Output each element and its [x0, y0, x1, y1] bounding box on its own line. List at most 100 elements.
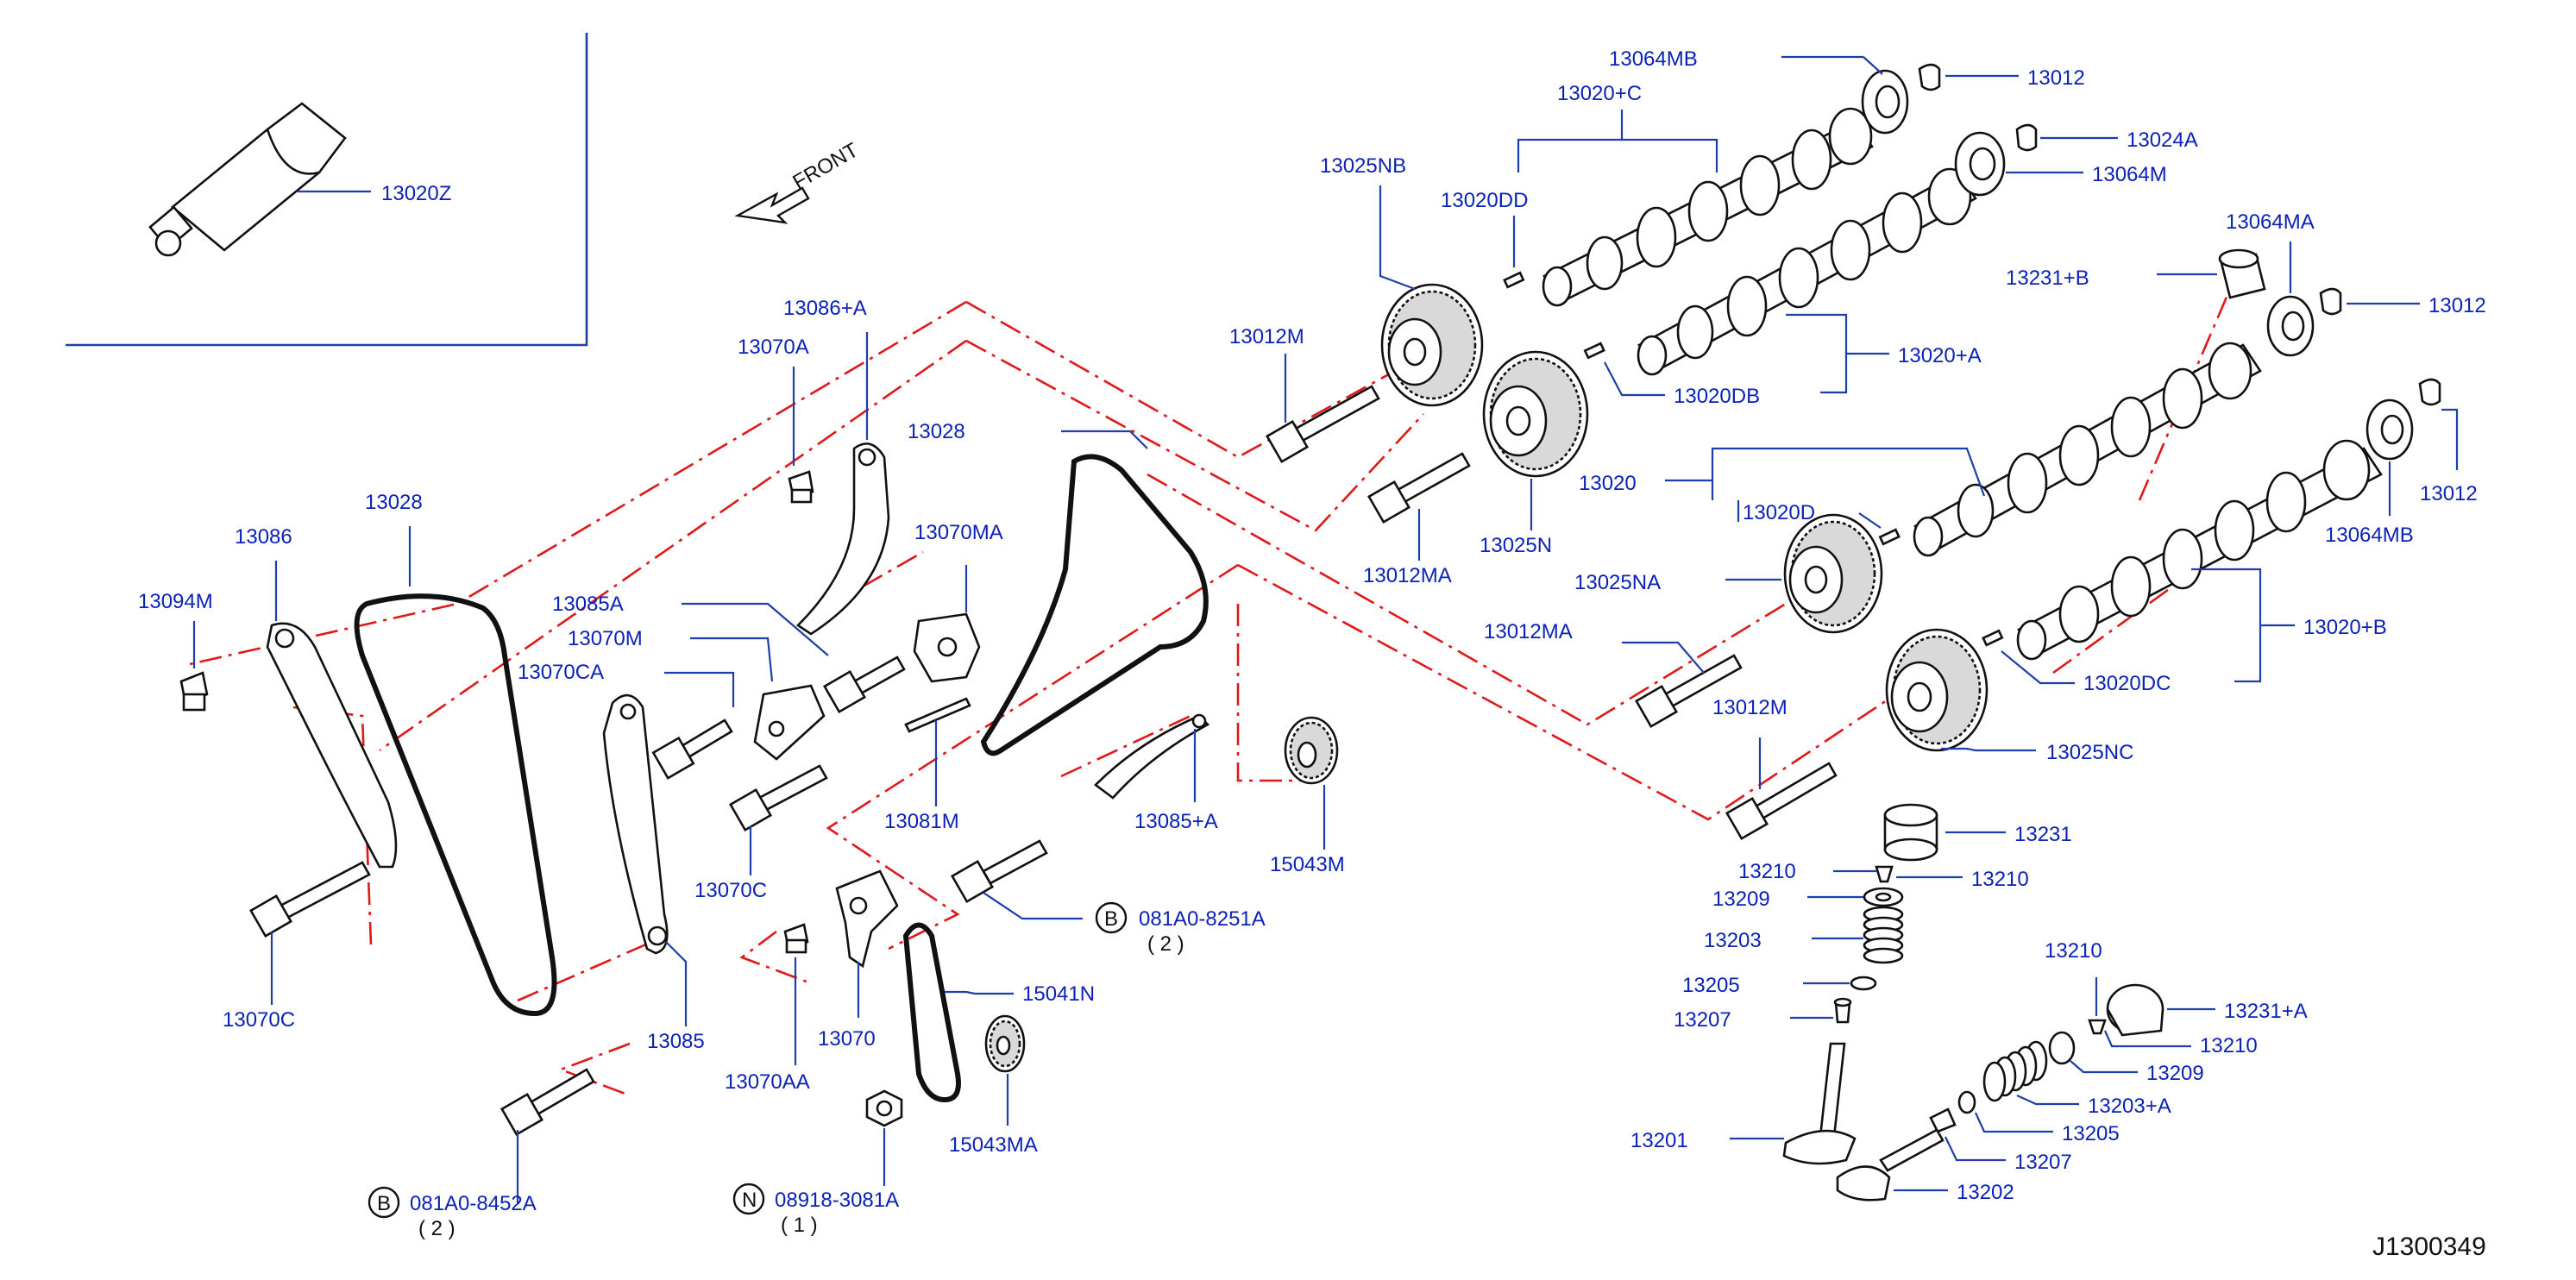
label-13020B: 13020+B — [2303, 616, 2387, 639]
cam-sprocket-13064MB-top[interactable] — [1861, 69, 1909, 135]
valve-13202[interactable] — [1836, 1128, 1945, 1202]
spring-seat-13209-b[interactable] — [2048, 1031, 2076, 1065]
bolt-13070AA[interactable] — [783, 923, 809, 954]
label-13025NB: 13025NB — [1320, 154, 1406, 178]
tensioner-bracket-13070M[interactable] — [753, 684, 826, 761]
cap-13012-mid[interactable] — [2319, 287, 2342, 316]
label-13020DC: 13020DC — [2083, 672, 2171, 695]
lifter-13231[interactable] — [1883, 803, 1938, 862]
label-13210-a: 13210 — [1738, 860, 1796, 883]
timing-chain-13028-left[interactable] — [354, 593, 557, 1017]
spring-seat-13209[interactable] — [1863, 887, 1904, 907]
vtc-sprocket-13025NA[interactable] — [1783, 513, 1883, 634]
badge-b-icon-2: B — [1095, 901, 1128, 934]
label-13064MA: 13064MA — [2226, 210, 2315, 234]
bolt-13070C-left[interactable] — [249, 861, 371, 938]
diagram-code: J1300349 — [2372, 1233, 2486, 1261]
tensioner-13070MA[interactable] — [913, 612, 981, 683]
label-13020C: 13020+C — [1557, 82, 1642, 105]
label-13210-d: 13210 — [2200, 1034, 2258, 1057]
label-13012M-right: 13012M — [1712, 696, 1787, 719]
label-13020Z: 13020Z — [381, 182, 451, 205]
pin-13081M[interactable] — [904, 697, 971, 733]
bolt-13070CA[interactable] — [651, 718, 733, 780]
label-13064MB-right: 13064MB — [2325, 524, 2414, 547]
label-13020D: 13020D — [1743, 501, 1815, 524]
front-label: FRONT — [789, 138, 863, 194]
chain-guide-13086A[interactable] — [795, 442, 890, 636]
cap-13012-right[interactable] — [2418, 378, 2441, 406]
dowel-13020DC[interactable] — [1982, 629, 2004, 647]
label-08918-3081A-qty: ( 1 ) — [781, 1214, 818, 1237]
label-13231B: 13231+B — [2006, 267, 2089, 290]
label-13024A: 13024A — [2127, 129, 2198, 152]
lifter-13231A[interactable] — [2106, 983, 2164, 1037]
sealant-tube-13020Z[interactable] — [148, 102, 347, 257]
chain-tensioner-13070[interactable] — [835, 869, 899, 969]
camshaft-13020B[interactable] — [2016, 439, 2383, 661]
label-13201: 13201 — [1630, 1129, 1688, 1152]
vtc-sprocket-13025NC[interactable] — [1885, 628, 1989, 752]
label-13070: 13070 — [818, 1027, 876, 1051]
bolt-081A0-8251A[interactable] — [951, 839, 1048, 903]
bolt-13085A[interactable] — [823, 656, 906, 713]
bolt-13070C[interactable] — [729, 764, 828, 831]
cap-13024A[interactable] — [2015, 123, 2038, 152]
label-13085plusA: 13085+A — [1134, 810, 1218, 833]
valve-spring-13203[interactable] — [1863, 906, 1904, 964]
retainer-13210-a[interactable] — [1875, 865, 1894, 883]
cam-sprocket-13064M[interactable] — [1954, 131, 2006, 197]
label-081A0-8452A-qty: ( 2 ) — [418, 1217, 456, 1240]
valve-spring-13203A[interactable] — [1982, 1040, 2048, 1102]
washer-13205-b[interactable] — [1957, 1090, 1976, 1114]
seal-13207-b[interactable] — [1929, 1107, 1957, 1133]
label-13231: 13231 — [2014, 823, 2072, 846]
label-081A0-8452A: 081A0-8452A — [410, 1192, 537, 1215]
label-13085: 13085 — [647, 1030, 705, 1053]
sprocket-15043M[interactable] — [1284, 716, 1339, 785]
bolt-13012MA-right[interactable] — [1635, 654, 1743, 728]
label-13081M: 13081M — [884, 810, 959, 833]
dowel-13020DB[interactable] — [1583, 342, 1605, 360]
bolt-13094M[interactable] — [179, 671, 209, 712]
washer-13205[interactable] — [1850, 976, 1877, 991]
bolt-13070A[interactable] — [788, 470, 814, 504]
vtc-sprocket-13025N[interactable] — [1482, 350, 1589, 478]
label-13210-b: 13210 — [1971, 868, 2029, 891]
sprocket-15043MA[interactable] — [984, 1014, 1026, 1073]
tension-guide-13085[interactable] — [602, 693, 669, 955]
valve-13201[interactable] — [1782, 1042, 1857, 1165]
camshaft-13020C[interactable] — [1542, 107, 1874, 307]
bolt-13012MA-mid[interactable] — [1367, 452, 1471, 524]
cam-sprocket-13064MA[interactable] — [2266, 295, 2315, 357]
bolt-13012M-top[interactable] — [1266, 385, 1380, 463]
label-15043MA: 15043MA — [949, 1133, 1038, 1157]
label-13028-left: 13028 — [365, 491, 423, 514]
label-13064MB-top: 13064MB — [1609, 47, 1698, 71]
timing-chain-13028-mid[interactable] — [980, 454, 1209, 756]
label-13070MA: 13070MA — [914, 521, 1003, 544]
retainer-13210-c[interactable] — [2088, 1019, 2107, 1035]
cap-13012-top[interactable] — [1918, 63, 1941, 91]
dowel-13020D[interactable] — [1878, 528, 1901, 546]
vtc-sprocket-13025NB[interactable] — [1380, 283, 1484, 407]
seal-13207[interactable] — [1833, 997, 1852, 1024]
dowel-13020DD[interactable] — [1503, 271, 1525, 289]
label-13207-b: 13207 — [2014, 1151, 2072, 1174]
label-13025NA: 13025NA — [1574, 571, 1661, 594]
camshaft-13020[interactable] — [1913, 342, 2262, 557]
cam-sprocket-13064MB-right[interactable] — [2366, 398, 2414, 461]
nut-08918-3081A[interactable] — [865, 1089, 903, 1127]
chain-guide-13086[interactable] — [266, 622, 398, 869]
label-13086A: 13086+A — [783, 297, 867, 320]
label-13203: 13203 — [1704, 929, 1762, 952]
chain-guide-13085plusA[interactable] — [1094, 713, 1210, 800]
label-13064M: 13064M — [2092, 163, 2167, 186]
bolt-081A0-8452A[interactable] — [500, 1068, 595, 1136]
label-13020A: 13020+A — [1898, 344, 1982, 367]
label-13070CA: 13070CA — [518, 661, 604, 684]
lifter-13231B[interactable] — [2218, 248, 2266, 299]
chain-15041N[interactable] — [902, 922, 961, 1103]
bolt-13012M-right[interactable] — [1725, 762, 1838, 840]
